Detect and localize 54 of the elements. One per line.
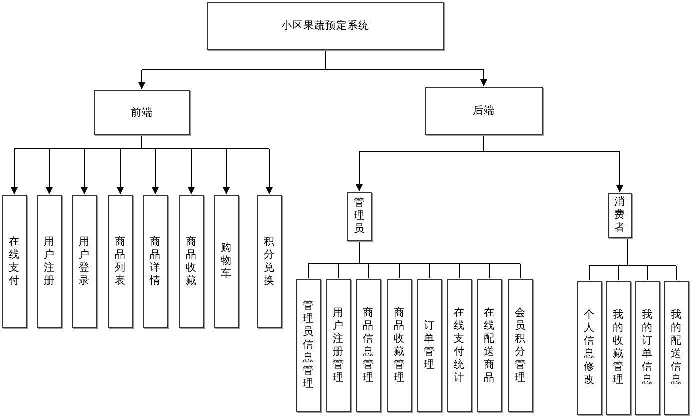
connector-line	[359, 135, 620, 152]
arrow	[356, 152, 363, 192]
process-box: 商品详情	[143, 195, 168, 328]
process-box: 在线支付统计	[447, 279, 472, 412]
process-box: 管理员信息管理	[296, 279, 321, 412]
process-box: 前端	[94, 90, 190, 135]
connector-line	[142, 50, 484, 70]
connector-line	[459, 264, 460, 279]
connector-line	[647, 266, 648, 281]
process-box: 个人信息修改	[577, 281, 602, 415]
connector-line	[429, 264, 430, 279]
arrow	[223, 148, 230, 195]
process-box: 在线支付	[2, 195, 27, 328]
arrow	[616, 152, 624, 193]
process-box: 我的订单信息	[635, 281, 660, 415]
arrow	[480, 70, 488, 87]
connector-line	[338, 264, 339, 279]
connector-line	[308, 241, 521, 264]
connector-line	[589, 266, 590, 281]
arrow	[266, 148, 273, 195]
process-box: 消费者	[608, 193, 632, 238]
process-box: 用户登录	[72, 195, 97, 328]
arrow	[152, 148, 159, 195]
connector-line	[399, 264, 400, 279]
connector-line	[308, 264, 309, 279]
connector-line	[520, 264, 521, 279]
arrow	[11, 148, 18, 195]
arrow	[46, 148, 53, 195]
connector-line	[368, 264, 369, 279]
process-box: 用户注册	[37, 195, 62, 328]
connector-line	[489, 264, 490, 279]
arrow	[188, 148, 195, 195]
process-box: 积分兑换	[257, 195, 282, 328]
process-box: 购物车	[214, 195, 239, 328]
process-box: 订单管理	[417, 279, 442, 412]
process-box: 会员积分管理	[508, 279, 533, 412]
arrow	[138, 70, 146, 90]
process-box: 管理员	[347, 192, 372, 241]
connector-line	[618, 266, 619, 281]
arrow	[117, 148, 124, 195]
process-box: 小区果蔬预定系统	[207, 2, 444, 50]
process-box: 商品列表	[108, 195, 133, 328]
process-box: 商品收藏	[179, 195, 204, 328]
process-box: 商品收藏管理	[387, 279, 412, 412]
process-box: 商品信息管理	[356, 279, 381, 412]
process-box: 在线配送商品	[477, 279, 502, 412]
process-box: 我的收藏管理	[606, 281, 631, 415]
process-box: 后端	[425, 87, 543, 135]
connector-line	[14, 135, 270, 150]
arrow	[81, 148, 88, 195]
connector-line	[589, 238, 677, 266]
process-box: 我的配送信息	[664, 281, 689, 415]
connector-line	[676, 266, 677, 281]
process-box: 用户注册管理	[326, 279, 351, 412]
